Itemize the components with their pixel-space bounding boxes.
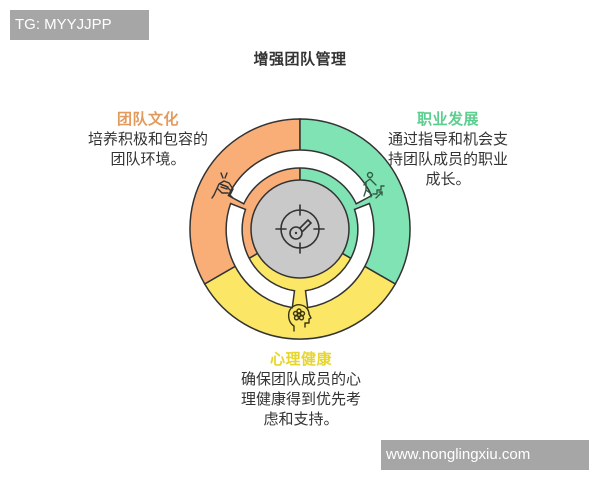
- diagram-title: 增强团队管理: [253, 50, 347, 68]
- career-desc-line-1: 通过指导和机会支: [387, 130, 508, 148]
- head-flower-icon: [287, 304, 312, 332]
- mental-desc-line-2: 理健康得到优先考: [240, 390, 361, 408]
- career-desc-line-2: 持团队成员的职业: [387, 150, 508, 168]
- watermark-top-left: TG: MYYJJPP: [10, 10, 149, 40]
- mental-desc-line-1: 确保团队成员的心: [240, 370, 361, 388]
- culture-heading: 团队文化: [116, 110, 179, 128]
- segment-mental: [203, 228, 397, 340]
- hands-together-icon: [211, 172, 234, 199]
- culture-text-block: 团队文化 培养积极和包容的 团队环境。: [73, 109, 223, 169]
- culture-desc-line-2: 团队环境。: [110, 150, 186, 168]
- career-text-block: 职业发展 通过指导和机会支 持团队成员的职业 成长。: [382, 109, 514, 189]
- watermark-bottom-right: www.nonglingxiu.com: [381, 440, 589, 470]
- culture-desc-line-1: 培养积极和包容的: [87, 130, 208, 148]
- inner-band-top: [227, 149, 373, 205]
- career-desc-line-3: 成长。: [425, 170, 471, 188]
- mental-heading: 心理健康: [269, 350, 332, 368]
- mental-text-block: 心理健康 确保团队成员的心 理健康得到优先考 虑和支持。: [226, 349, 376, 429]
- inner-band-right: [304, 202, 375, 309]
- mental-desc-line-3: 虑和支持。: [263, 410, 339, 428]
- person-climbing-stairs-icon: [363, 171, 385, 199]
- target-key-icon: [275, 204, 325, 254]
- career-heading: 职业发展: [416, 110, 479, 128]
